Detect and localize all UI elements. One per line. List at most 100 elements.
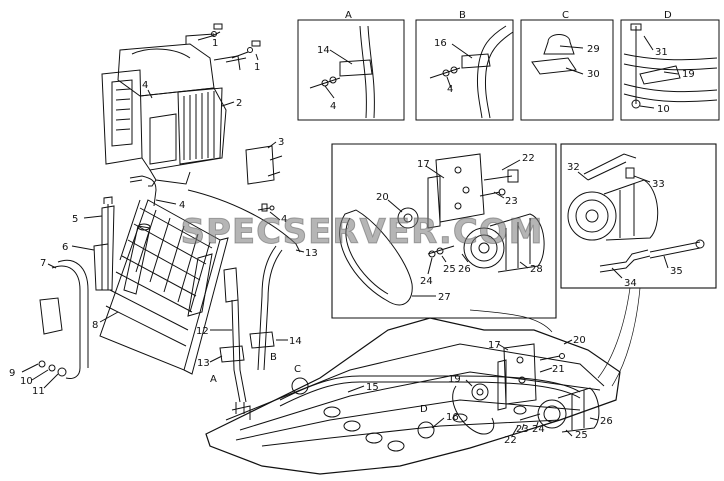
line-bracket-13	[223, 267, 239, 303]
frame-hole	[323, 406, 341, 418]
callout-26: 24	[532, 424, 545, 435]
panel-left-callout-20: 20	[376, 192, 389, 203]
chassis-compressor-body	[557, 387, 600, 433]
callout-1-lower: 1	[254, 62, 260, 73]
inset-c-callout-30: 30	[587, 69, 600, 80]
panel-left-callout-27: 27	[438, 292, 451, 303]
bracket-3: 3 4	[245, 137, 287, 225]
inset-b: B 16 4	[415, 10, 514, 121]
compressor-panel-left: 17 22 20 23 24 25 26 28 27	[331, 143, 557, 319]
inset-b-clamp	[461, 53, 491, 69]
callout-13: 12	[196, 326, 209, 337]
line-15	[187, 189, 301, 253]
callout-16: 14	[289, 336, 302, 347]
panel-right-callout-33: 33	[652, 179, 665, 190]
view-marker-a: A	[210, 374, 217, 385]
callout-4-upper: 4	[142, 80, 148, 91]
mount-plate-8	[39, 297, 63, 335]
condenser-hose-8	[51, 265, 81, 379]
inset-a-clamp	[339, 59, 373, 77]
clamp-16	[249, 331, 275, 349]
inset-c-bracket	[531, 57, 577, 75]
callout-15: 13	[305, 248, 318, 259]
inset-c-clip	[543, 34, 575, 55]
callout-28: 26	[600, 416, 613, 427]
compressor-panel-right: 32 33 34 35	[560, 143, 717, 289]
condenser-assembly	[38, 196, 229, 379]
callout-25: 23	[516, 424, 529, 435]
callout-24: 22	[504, 435, 517, 446]
compressor-panel-left-frame	[331, 143, 557, 319]
callout-8: 7	[40, 258, 46, 269]
drive-belt	[339, 209, 413, 306]
callout-11: 10	[20, 376, 33, 387]
discharge-hose	[583, 153, 637, 175]
hvac-body	[139, 87, 227, 171]
view-marker-b: B	[270, 352, 277, 363]
inset-d: D 31 19 10	[620, 10, 720, 121]
callout-7: 6	[62, 242, 68, 253]
receiver-drier	[123, 225, 151, 295]
condenser-callouts: 5 6 7 8 9 10 11	[9, 214, 119, 397]
hvac-evaporator-unit	[101, 23, 261, 187]
mounting-bracket	[435, 153, 485, 223]
inset-b-callout-16: 16	[434, 38, 447, 49]
inset-b-bolt	[429, 67, 461, 79]
inset-c-frame	[520, 19, 614, 121]
callout-23: 21	[552, 364, 565, 375]
inset-a-callout-14: 14	[317, 45, 330, 56]
ac-compressor-body	[489, 213, 545, 273]
inset-d-pipe	[623, 53, 718, 61]
inset-d-frame	[620, 19, 720, 121]
inset-b-pipe-edge	[485, 31, 514, 119]
ac-compressor-body-alt	[603, 179, 659, 241]
chassis-compressor-bracket	[503, 343, 537, 405]
hvac-core-grille	[177, 87, 223, 165]
ac-compressor-clutch	[463, 227, 505, 269]
adjust-link-35	[649, 241, 701, 259]
callout-17: 15	[366, 382, 379, 393]
inset-a-frame	[297, 19, 405, 121]
view-marker-d-circle	[417, 421, 435, 439]
callout-21: 17	[488, 340, 501, 351]
hvac-front-face	[101, 69, 143, 165]
callout-9: 8	[92, 320, 98, 331]
inset-a-leader-14	[329, 49, 353, 65]
inset-a: A 14 4	[297, 10, 405, 121]
panel-left-callout-23: 23	[505, 196, 518, 207]
inset-a-pipe	[359, 25, 367, 119]
callout-3: 3	[278, 137, 284, 148]
callout-14: 13	[197, 358, 210, 369]
callout-27: 25	[575, 430, 588, 441]
chassis-idler-pulley	[471, 383, 489, 401]
condenser-fan-shroud	[187, 253, 213, 317]
inset-c: C 29 30	[520, 10, 614, 121]
inset-d-callout-19: 19	[682, 69, 695, 80]
line-13	[231, 299, 241, 403]
inset-d-bracket	[639, 65, 681, 85]
inset-b-frame	[415, 19, 514, 121]
panel-left-callout-26: 26	[458, 264, 471, 275]
line-16-hose	[257, 245, 277, 371]
inset-a-bolt	[309, 77, 341, 89]
panel-right-callout-35: 35	[670, 266, 683, 277]
panel-right-callout-32: 32	[567, 162, 580, 173]
chassis-outline	[205, 317, 621, 475]
line-5	[129, 175, 157, 207]
callout-19: 16	[446, 412, 459, 423]
inset-b-title: B	[459, 10, 466, 21]
bracket-7	[93, 243, 109, 291]
callout-20: 19	[448, 374, 461, 385]
inset-c-title: C	[562, 10, 569, 21]
compressor-panel-right-frame	[560, 143, 717, 289]
callout-6: 5	[72, 214, 78, 225]
chassis-compressor-clutch	[537, 399, 567, 429]
bracket-6	[101, 205, 115, 291]
refrigerant-lines: 4 13 12 13 A 14 B	[129, 175, 318, 414]
callout-12: 11	[32, 386, 45, 397]
callout-10: 9	[9, 368, 15, 379]
view-marker-c-circle	[291, 377, 309, 395]
inset-d-title: D	[664, 10, 672, 21]
